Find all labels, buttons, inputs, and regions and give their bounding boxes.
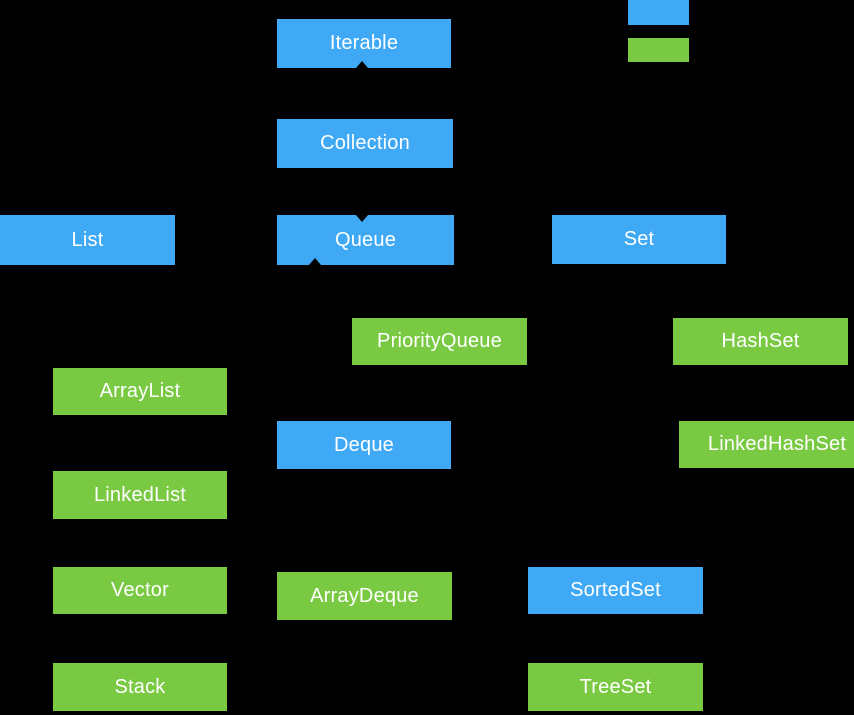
node-list: List	[0, 215, 175, 265]
node-label: ArrayDeque	[310, 584, 419, 607]
node-label: Stack	[114, 675, 166, 698]
node-label: Iterable	[329, 32, 399, 54]
node-linkedhashset: LinkedHashSet	[679, 421, 854, 468]
node-iterable: Iterable	[277, 19, 451, 68]
node-linkedlist: LinkedList	[53, 471, 227, 519]
node-label: HashSet	[721, 330, 800, 352]
node-vector: Vector	[53, 567, 227, 614]
node-label: PriorityQueue	[377, 330, 502, 352]
node-label: LinkedList	[93, 483, 187, 506]
node-treeset: TreeSet	[528, 663, 703, 711]
node-set: Set	[552, 215, 726, 264]
node-label: ArrayList	[99, 380, 181, 402]
arrowhead-notch-icon	[356, 215, 368, 222]
node-label: Collection	[320, 132, 410, 154]
node-arraydeque: ArrayDeque	[277, 572, 452, 620]
node-label: LinkedHashSet	[707, 433, 847, 455]
node-arraylist: ArrayList	[53, 368, 227, 415]
legend-interface-swatch	[628, 0, 689, 25]
node-label: SortedSet	[570, 579, 661, 601]
legend-class-swatch	[628, 38, 689, 62]
node-label: TreeSet	[579, 675, 652, 698]
node-deque: Deque	[277, 421, 451, 469]
node-label: Queue	[334, 228, 397, 251]
node-label: Vector	[111, 579, 169, 601]
arrowhead-notch-icon	[356, 61, 368, 68]
node-sortedset: SortedSet	[528, 567, 703, 614]
arrowhead-notch-icon	[309, 258, 321, 265]
node-label: List	[71, 228, 104, 251]
node-priorityqueue: PriorityQueue	[352, 318, 527, 365]
node-collection: Collection	[277, 119, 453, 168]
node-label: Deque	[334, 433, 394, 456]
node-hashset: HashSet	[673, 318, 848, 365]
node-label: Set	[623, 228, 655, 250]
node-queue: Queue	[277, 215, 454, 265]
node-stack: Stack	[53, 663, 227, 711]
